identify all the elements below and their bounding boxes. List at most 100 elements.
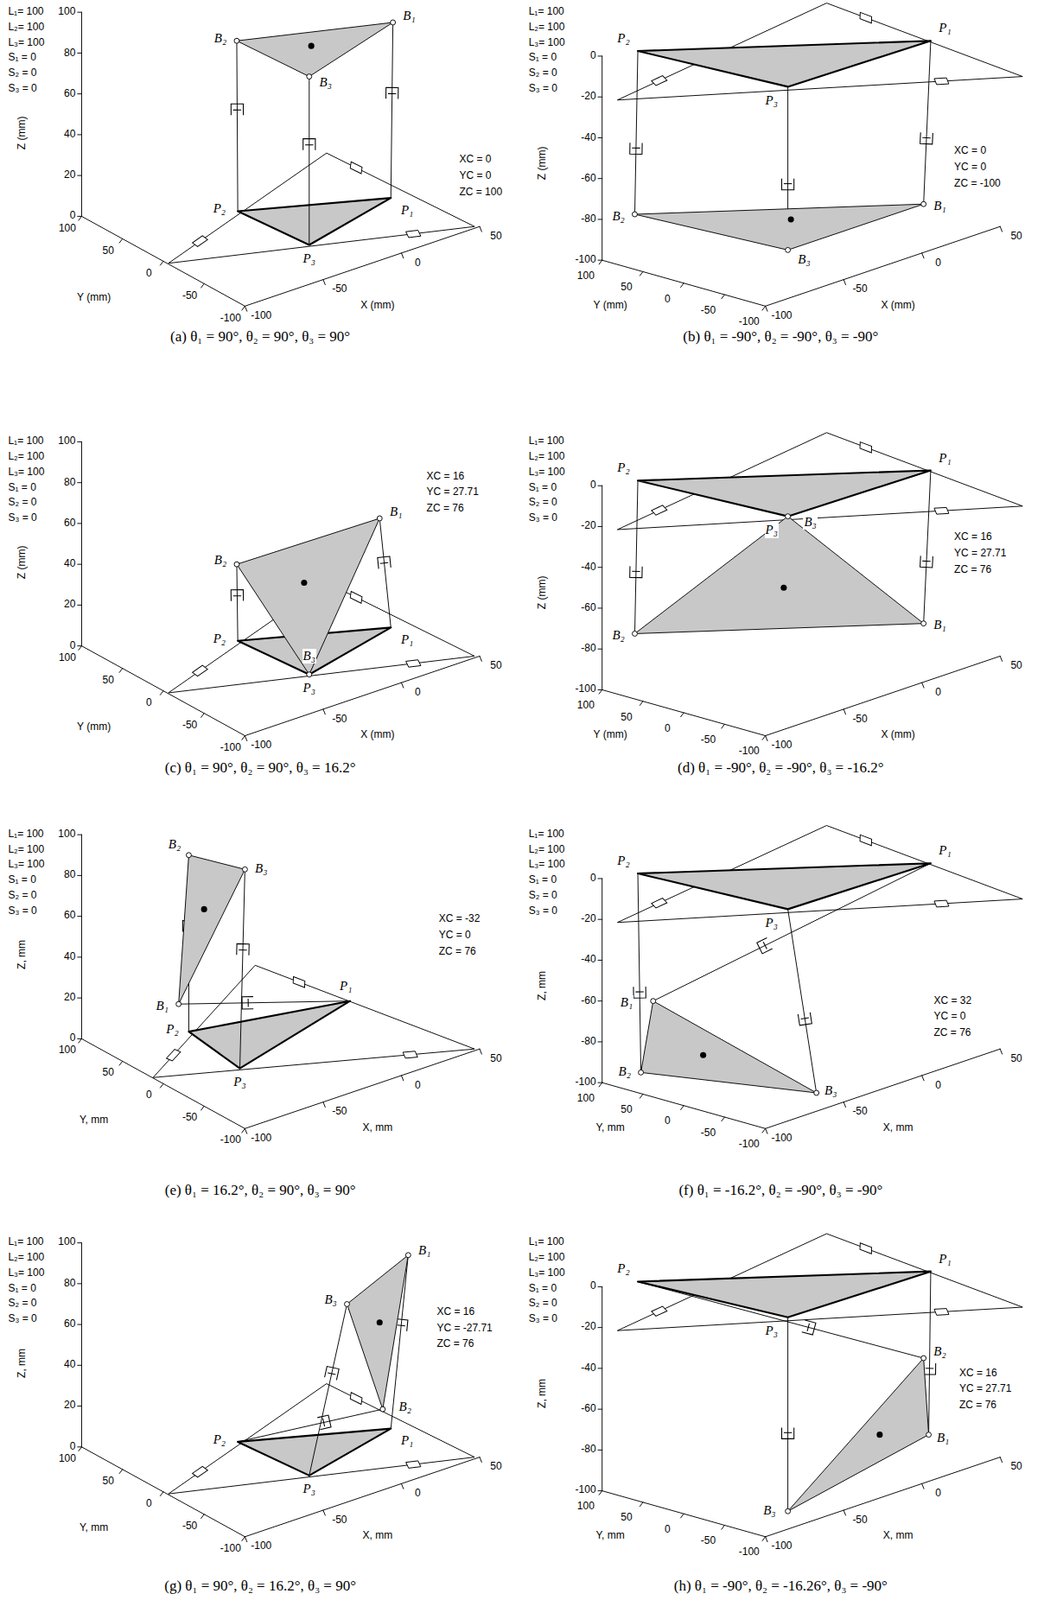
axis-tick: 0 [664, 1524, 671, 1537]
panel-caption: (c) θ₁ = 90°, θ₂ = 90°, θ₃ = 16.2° [165, 759, 357, 777]
parameter-label: S₁ = 0 [7, 1283, 36, 1296]
parameter-label: S₁ = 0 [528, 1283, 557, 1296]
x-axis [244, 1049, 480, 1129]
axis-tick: 50 [490, 230, 502, 243]
joint-circle [921, 201, 927, 207]
panel-caption: (f) θ₁ = -16.2°, θ₂ = -90°, θ₃ = -90° [678, 1182, 883, 1200]
axis-tick: -100 [738, 1546, 760, 1560]
leg-link [390, 22, 393, 198]
parameter-label: L₂= 100 [528, 844, 566, 857]
damper-symbol [782, 178, 795, 191]
z-axis [81, 1243, 83, 1448]
axis-tick-mark [77, 52, 83, 54]
parameter-label: L₃= 100 [7, 859, 45, 872]
axis-tick: -100 [250, 1133, 272, 1146]
axis-tick-mark [598, 1082, 603, 1088]
axis-tick-mark [598, 1450, 603, 1452]
joint-circle [632, 631, 638, 637]
axis-tick-mark [77, 564, 83, 566]
damper-cup [633, 986, 646, 999]
axis-tick: -50 [182, 719, 198, 733]
parameter-label: S₁ = 0 [528, 874, 557, 887]
axis-title: Z (mm) [536, 146, 549, 181]
axis-tick: 0 [414, 1488, 421, 1501]
axis-tick-mark [999, 226, 1002, 232]
axis-tick: 0 [146, 1498, 153, 1511]
axis-tick: 0 [590, 872, 597, 885]
axis-tick: -100 [220, 742, 242, 755]
moving-platform [788, 1358, 930, 1512]
axis-tick-mark [77, 604, 83, 606]
axis-tick: 50 [490, 1053, 502, 1066]
axis-tick-mark [598, 1327, 603, 1329]
point-label: B₂ [932, 1344, 947, 1360]
axis-tick-mark [323, 1510, 325, 1516]
axis-tick-mark [479, 655, 482, 662]
joint-circle [638, 1069, 644, 1076]
axis-tick-mark [681, 1514, 685, 1519]
axis-title: X (mm) [880, 299, 915, 312]
base-platform [237, 197, 391, 245]
damper-symbol [630, 142, 643, 154]
axis-tick-mark [598, 878, 603, 879]
joint-circle [176, 1001, 182, 1007]
damper-piston [807, 1324, 809, 1332]
point-label: B₁ [155, 999, 170, 1014]
axis-tick: -40 [580, 561, 596, 574]
point-label: B₁ [388, 504, 403, 520]
prismatic-joint-symbol [858, 1243, 874, 1255]
z-axis [81, 12, 83, 217]
axis-tick: 20 [63, 169, 76, 182]
prismatic-joint-symbol [934, 77, 949, 85]
parameter-label: L₃= 100 [528, 1267, 566, 1280]
axis-tick-mark [765, 1128, 768, 1134]
point-label: P₃ [302, 1482, 317, 1497]
parameter-label: L₁= 100 [528, 435, 565, 448]
axis-tick: 0 [146, 697, 153, 710]
axis-title: Y, mm [596, 1530, 625, 1543]
axis-tick-mark [639, 271, 643, 276]
joint-circle [632, 211, 638, 217]
axis-tick: -80 [580, 213, 596, 226]
point-label: P₁ [937, 451, 952, 466]
axis-tick: 50 [1010, 230, 1022, 243]
axis-tick-mark [843, 1102, 846, 1108]
axis-tick-mark [598, 1409, 603, 1411]
axis-tick-mark [922, 1075, 924, 1082]
point-label: P₁ [937, 1252, 952, 1267]
axis-tick: 50 [620, 1104, 632, 1117]
axis-tick: -50 [182, 1521, 198, 1534]
axis-tick-mark [999, 655, 1002, 662]
point-label: B₁ [932, 617, 947, 633]
axis-tick: 0 [935, 687, 942, 700]
axis-tick: 60 [63, 88, 76, 101]
axis-tick-mark [765, 1537, 768, 1543]
damper-cup [630, 142, 643, 154]
leg-link [236, 564, 238, 642]
rail-triangle [152, 965, 475, 1078]
axis-tick: 80 [63, 869, 76, 882]
axis-tick-mark [721, 724, 726, 729]
damper-piston [305, 144, 313, 146]
axis-tick: 0 [70, 1032, 77, 1045]
axis-tick-mark [598, 218, 603, 220]
axis-tick: 80 [63, 47, 76, 60]
parameter-label: L₃= 100 [7, 1267, 45, 1280]
axis-tick-mark [77, 998, 83, 1000]
axis-tick: 100 [577, 700, 595, 713]
point-label: P₂ [616, 31, 631, 46]
axis-tick-mark [765, 305, 768, 312]
joint-circle [785, 514, 791, 520]
parameter-label: L₁= 100 [7, 1236, 44, 1249]
parameter-label: S₃ = 0 [528, 82, 558, 96]
point-label: P₃ [764, 93, 779, 109]
axis-tick: 50 [490, 1461, 502, 1474]
axis-tick: 0 [70, 640, 77, 653]
axis-title: X, mm [362, 1530, 394, 1543]
prismatic-joint-symbol [192, 1465, 209, 1479]
axis-tick: 50 [620, 281, 632, 294]
damper-symbol [386, 87, 399, 99]
parameter-label: S₂ = 0 [528, 1298, 558, 1311]
leg-link [923, 40, 931, 204]
